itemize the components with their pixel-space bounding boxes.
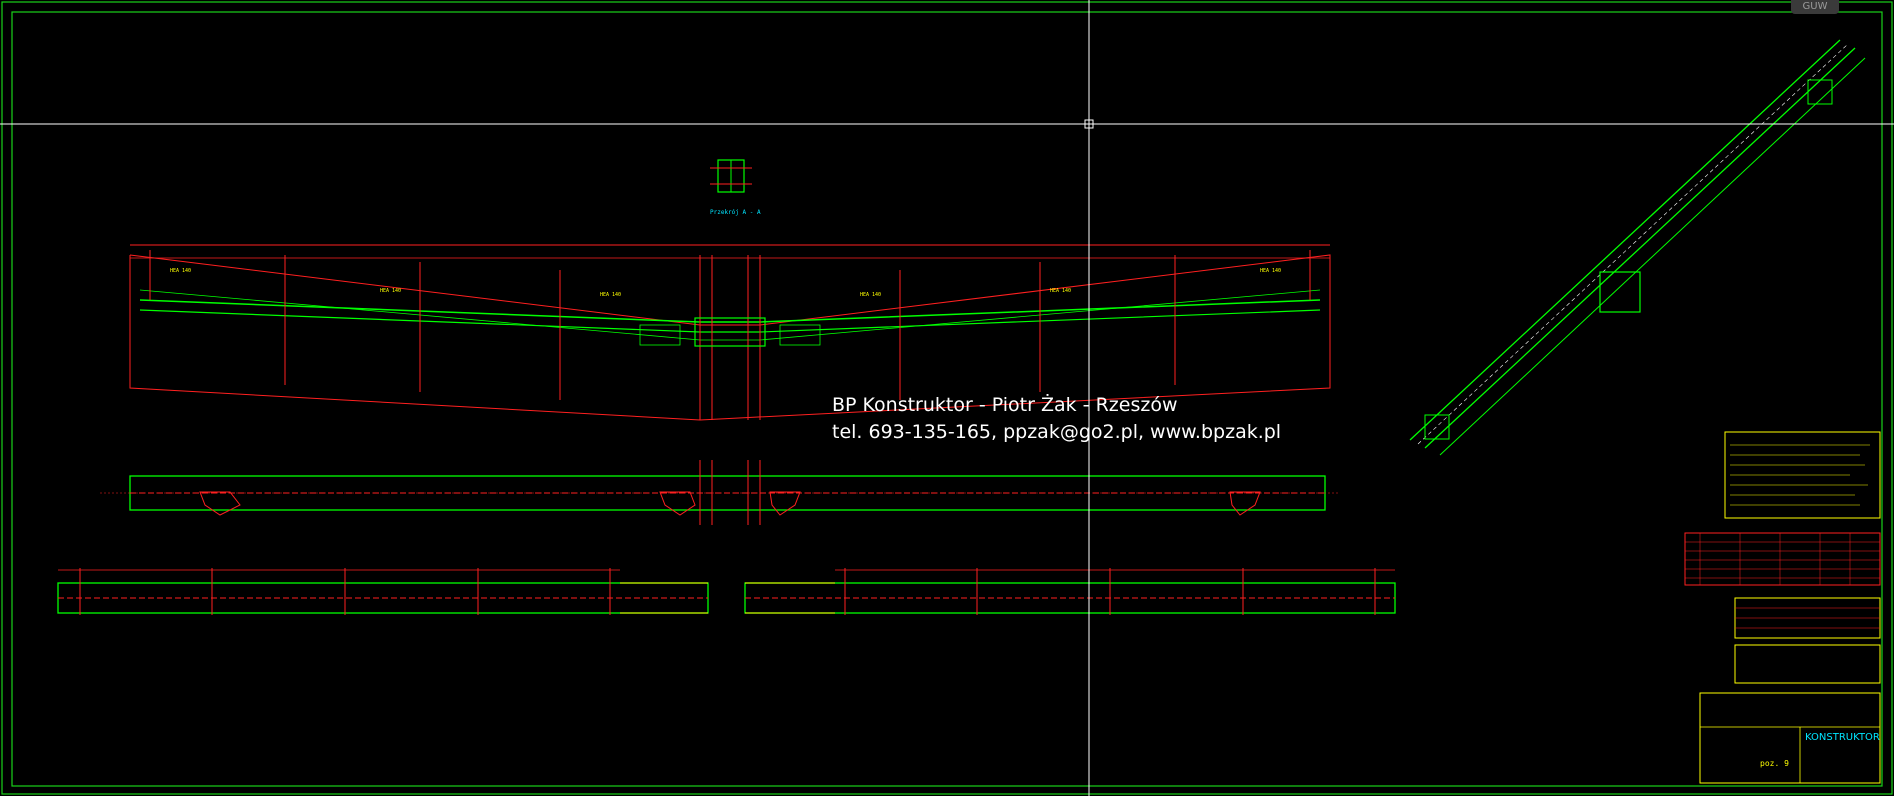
- watermark-text: BP Konstruktor - Piotr Żak - Rzeszów tel…: [832, 392, 1281, 446]
- svg-text:HEA 140: HEA 140: [600, 292, 621, 298]
- watermark-line-2: tel. 693-135-165, ppzak@go2.pl, www.bpza…: [832, 421, 1282, 443]
- title-block: KONSTRUKTOR poz. 9: [1699, 692, 1881, 784]
- section-label: Przekrój A - A: [710, 209, 761, 216]
- beam-elevation: HEA 140 HEA 140 HEA 140 HEA 140 HEA 140 …: [129, 244, 1331, 421]
- isometric-view: [1409, 39, 1866, 456]
- svg-text:HEA 140: HEA 140: [380, 288, 401, 294]
- beam-segment-right: [744, 568, 1396, 615]
- svg-text:HEA 140: HEA 140: [860, 292, 881, 298]
- viewport-tag[interactable]: GUW: [1791, 0, 1839, 14]
- title-block-brand: KONSTRUKTOR: [1805, 732, 1880, 743]
- beam-plan-view: [100, 460, 1340, 525]
- section-detail: Przekrój A - A: [710, 159, 761, 216]
- parts-list-table: [1684, 532, 1881, 684]
- notes-block: [1724, 431, 1881, 519]
- svg-text:HEA 140: HEA 140: [1050, 288, 1071, 294]
- sheet-number: poz. 9: [1760, 759, 1789, 768]
- watermark-line-1: BP Konstruktor - Piotr Żak - Rzeszów: [832, 394, 1178, 416]
- svg-text:HEA 140: HEA 140: [1260, 268, 1281, 274]
- beam-segment-left: [57, 568, 709, 615]
- svg-text:HEA 140: HEA 140: [170, 268, 191, 274]
